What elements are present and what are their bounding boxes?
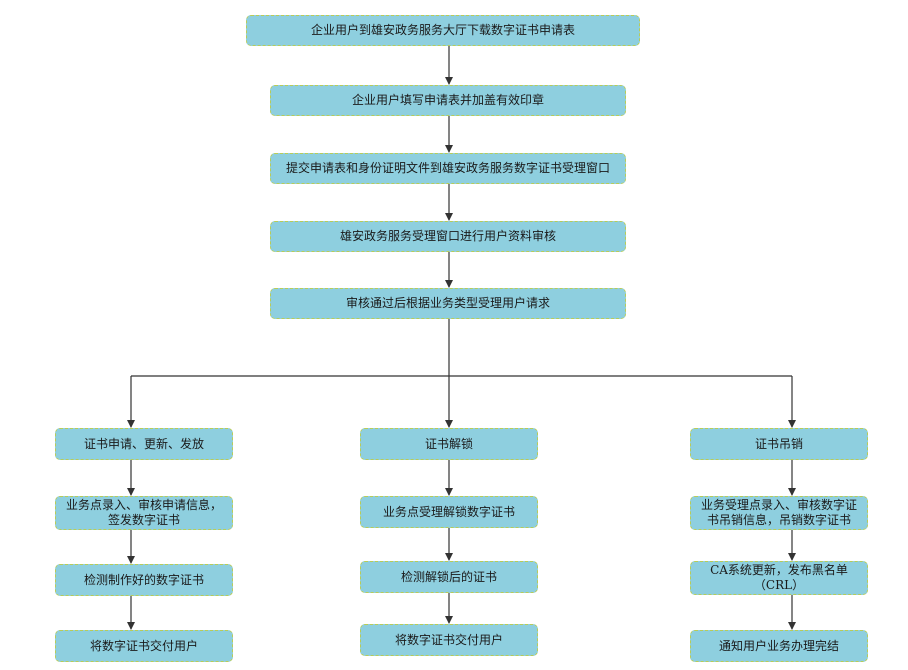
main-step-5: 审核通过后根据业务类型受理用户请求 (270, 288, 626, 319)
branch-apply-step-3: 将数字证书交付用户 (55, 630, 233, 662)
main-step-2: 企业用户填写申请表并加盖有效印章 (270, 85, 626, 116)
branch-unlock-step-1: 业务点受理解锁数字证书 (360, 496, 538, 528)
branch-unlock-title: 证书解锁 (360, 428, 538, 460)
branch-revoke-title: 证书吊销 (690, 428, 868, 460)
branch-apply-step-2: 检测制作好的数字证书 (55, 564, 233, 596)
main-step-1: 企业用户到雄安政务服务大厅下载数字证书申请表 (246, 15, 640, 46)
branch-apply-title: 证书申请、更新、发放 (55, 428, 233, 460)
branch-revoke-step-1: 业务受理点录入、审核数字证书吊销信息，吊销数字证书 (690, 496, 868, 530)
main-step-3: 提交申请表和身份证明文件到雄安政务服务数字证书受理窗口 (270, 153, 626, 184)
branch-revoke-step-3: 通知用户业务办理完结 (690, 630, 868, 662)
branch-revoke-step-2: CA系统更新，发布黑名单（CRL） (690, 561, 868, 595)
branch-unlock-step-2: 检测解锁后的证书 (360, 561, 538, 593)
main-step-4: 雄安政务服务受理窗口进行用户资料审核 (270, 221, 626, 252)
branch-unlock-step-3: 将数字证书交付用户 (360, 624, 538, 656)
branch-apply-step-1: 业务点录入、审核申请信息，签发数字证书 (55, 496, 233, 530)
